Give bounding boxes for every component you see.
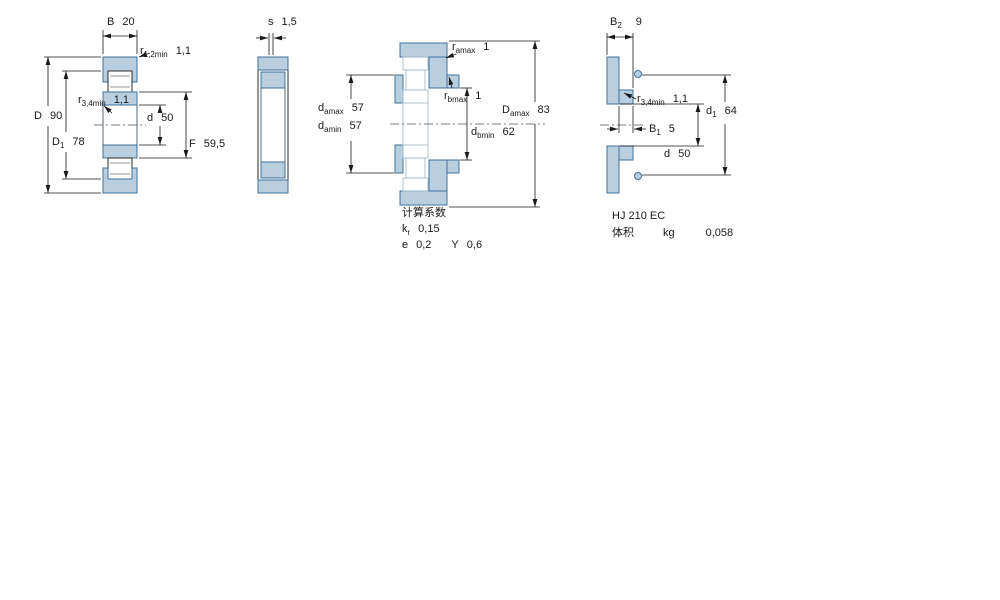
housing-shoulder-top bbox=[428, 56, 448, 89]
outer-ring-band-bottom bbox=[257, 179, 289, 194]
leader-ramax bbox=[445, 52, 457, 59]
ghost-roller-top bbox=[405, 69, 426, 91]
ghost-inner-ring-bottom bbox=[402, 144, 429, 159]
shaft-shoulder-bottom bbox=[394, 144, 404, 174]
leader-r34 bbox=[103, 105, 113, 114]
shaft-shoulder-top bbox=[394, 74, 404, 104]
housing-band-top bbox=[399, 42, 448, 58]
abutment-step-bottom bbox=[446, 159, 460, 174]
inner-ring-section-top bbox=[102, 91, 138, 106]
roller-band-top bbox=[260, 71, 286, 89]
fig4-hj-angle-ring bbox=[600, 33, 731, 194]
fig3-abutment-drawing bbox=[346, 40, 545, 208]
abutment-step-top bbox=[446, 74, 460, 89]
roller-bottom bbox=[107, 157, 133, 180]
leader-r12 bbox=[138, 52, 151, 58]
housing-band-bottom bbox=[399, 190, 448, 206]
inner-ring-section-bottom bbox=[102, 144, 138, 159]
roller-top bbox=[107, 70, 133, 93]
hj-ring-lip-bottom bbox=[634, 172, 642, 180]
product-designation: HJ 210 EC bbox=[612, 210, 666, 222]
roller-band-bottom bbox=[260, 161, 286, 179]
ghost-outer-ring-top bbox=[402, 56, 429, 71]
fig1-bearing-cross-section bbox=[44, 30, 192, 194]
fig2-side-view bbox=[256, 33, 289, 194]
ghost-inner-ring-top bbox=[402, 89, 429, 104]
outer-ring-band-top bbox=[257, 56, 289, 71]
hj-ring-foot-bottom bbox=[618, 145, 634, 161]
calculation-factors-title: 计算系数 bbox=[402, 207, 446, 219]
hj-ring-lip-top bbox=[634, 70, 642, 78]
ghost-roller-bottom bbox=[405, 157, 426, 179]
hj-ring-leg-top bbox=[606, 56, 620, 105]
leader-rbmax bbox=[448, 76, 454, 89]
outer-ring-section-bottom bbox=[102, 167, 138, 194]
leader-r34 bbox=[623, 92, 637, 100]
hj-ring-foot-top bbox=[618, 89, 634, 105]
ghost-outer-ring-bottom bbox=[402, 177, 429, 192]
hj-ring-leg-bottom bbox=[606, 145, 620, 194]
housing-shoulder-bottom bbox=[428, 159, 448, 192]
